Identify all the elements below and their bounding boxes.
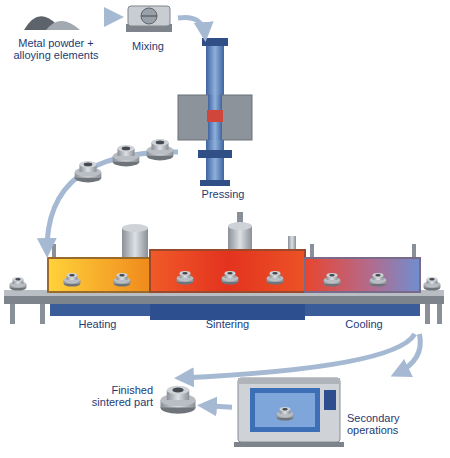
frame-post (412, 244, 416, 258)
lower-punch (206, 140, 224, 182)
part-on-conveyor (114, 273, 131, 287)
die-plate (178, 95, 210, 140)
press-foot (200, 180, 230, 186)
process-stage: Sintering (150, 246, 305, 334)
compact (207, 110, 223, 122)
furnace-stack-top (122, 224, 148, 232)
conveyor-table (4, 296, 444, 304)
furnace-stack-top (228, 222, 252, 230)
part-in-transit (75, 161, 102, 182)
part-in-transit (147, 139, 174, 160)
furnace-base (305, 304, 420, 316)
process-stage: Pressing (178, 36, 268, 204)
alloy-pile (46, 21, 80, 30)
frame-post (310, 244, 314, 258)
process-stage: Mixing (118, 4, 178, 54)
part-on-conveyor (10, 277, 27, 291)
finished-part (161, 386, 196, 414)
stage-label: Mixing (118, 40, 178, 52)
part-on-conveyor (370, 273, 387, 287)
part-on-conveyor (267, 271, 284, 285)
process-stage: Metal powder + alloying elements (8, 4, 104, 66)
flow-arrow (47, 152, 178, 252)
flow-arrow (178, 17, 205, 36)
control-panel (324, 390, 336, 410)
process-stage: Cooling (305, 252, 423, 334)
stage-label: Finished sintered part (75, 384, 153, 408)
table-leg (437, 304, 442, 324)
mixer-drum (141, 8, 157, 24)
press-cap (202, 38, 228, 46)
machine-window (255, 393, 315, 427)
stage-label: Pressing (178, 188, 268, 200)
furnace-base (50, 304, 150, 316)
frame-post (52, 244, 56, 258)
stage-label: Metal powder + alloying elements (8, 37, 104, 61)
flow-arrow (104, 15, 118, 20)
stage-label: Heating (45, 318, 150, 330)
part-in-transit (113, 145, 140, 166)
stage-label: Secondary operations (347, 412, 427, 436)
cooling-zone (305, 258, 420, 292)
die-plate (220, 95, 252, 140)
machine-base (234, 442, 344, 447)
mixer-axis (141, 15, 157, 17)
table-leg (10, 304, 15, 324)
heating-zone (48, 258, 150, 292)
table-leg (425, 304, 430, 324)
part-on-conveyor (177, 271, 194, 285)
process-stage: Finished sintered part (75, 378, 203, 424)
part-on-conveyor (324, 273, 341, 287)
upper-punch (206, 46, 224, 95)
part-on-conveyor (64, 273, 81, 287)
part-on-conveyor (424, 277, 441, 291)
mixer-body (128, 6, 170, 26)
stage-label: Sintering (150, 318, 305, 330)
part-on-conveyor (222, 271, 239, 285)
part-in-machine (277, 407, 294, 421)
furnace-base (150, 304, 305, 320)
machine-top (238, 378, 340, 384)
table-leg (40, 304, 45, 324)
stage-label: Cooling (305, 318, 423, 330)
press-flange (198, 150, 232, 158)
furnace-stack (122, 228, 148, 258)
machine-door (250, 388, 320, 432)
sintering-zone (150, 250, 305, 292)
flow-arrow (180, 334, 415, 378)
machine-body (238, 378, 340, 442)
die-core (208, 95, 222, 140)
flow-arrow (203, 406, 232, 408)
process-stage: Heating (45, 252, 150, 334)
process-stage: Secondary operations (232, 374, 432, 448)
furnace-vent (288, 236, 296, 250)
